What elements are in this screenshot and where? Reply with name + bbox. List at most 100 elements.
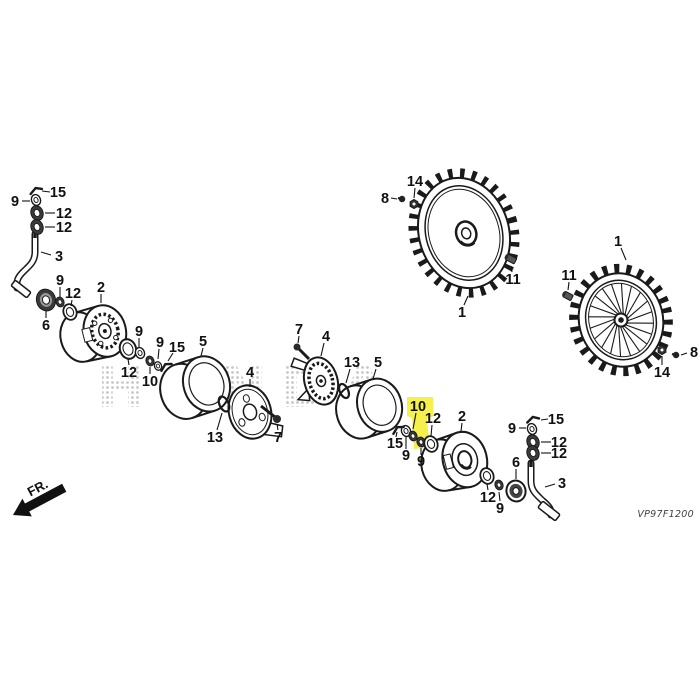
washer bbox=[134, 346, 146, 360]
part-label-14[interactable]: 14 bbox=[407, 174, 423, 199]
washer bbox=[494, 479, 504, 491]
washer bbox=[118, 338, 138, 360]
part-label-13[interactable]: 13 bbox=[207, 412, 223, 446]
svg-text:9: 9 bbox=[508, 421, 516, 437]
diagram-code: VP97F1200 bbox=[637, 509, 694, 520]
part-label-10[interactable]: 10 bbox=[142, 367, 158, 390]
hex-nut bbox=[409, 198, 419, 210]
svg-text:15: 15 bbox=[169, 340, 185, 356]
bolt-mid bbox=[293, 343, 311, 361]
part-label-13[interactable]: 13 bbox=[344, 355, 360, 384]
part-label-9[interactable]: 9 bbox=[11, 194, 30, 210]
svg-text:9: 9 bbox=[496, 501, 504, 517]
svg-text:8: 8 bbox=[690, 345, 698, 361]
part-label-12[interactable]: 12 bbox=[121, 358, 137, 381]
washer bbox=[400, 424, 412, 438]
part-label-4[interactable]: 4 bbox=[246, 365, 254, 387]
washer bbox=[30, 193, 42, 207]
part-label-1[interactable]: 1 bbox=[458, 295, 469, 321]
svg-text:5: 5 bbox=[199, 334, 207, 350]
part-label-3[interactable]: 3 bbox=[544, 476, 566, 492]
part-label-15[interactable]: 15 bbox=[387, 431, 403, 452]
part-label-12[interactable]: 12 bbox=[541, 446, 567, 462]
svg-text:8: 8 bbox=[381, 191, 389, 207]
part-label-12[interactable]: 12 bbox=[541, 435, 567, 451]
part-label-15[interactable]: 15 bbox=[41, 185, 66, 201]
washer bbox=[55, 296, 65, 308]
snap-ring-left bbox=[217, 395, 231, 413]
part-label-2[interactable]: 2 bbox=[458, 409, 466, 432]
part-label-15[interactable]: 15 bbox=[540, 412, 564, 428]
svg-text:10: 10 bbox=[410, 399, 426, 415]
part-label-12[interactable]: 12 bbox=[480, 483, 496, 506]
washer bbox=[479, 467, 495, 485]
part-label-10[interactable]: 10 bbox=[410, 399, 426, 430]
ratchet-plate-mid bbox=[290, 356, 340, 406]
svg-text:12: 12 bbox=[425, 411, 441, 427]
part-label-6[interactable]: 6 bbox=[512, 455, 520, 479]
svg-text:4: 4 bbox=[322, 329, 330, 345]
part-label-2[interactable]: 2 bbox=[97, 280, 105, 303]
part-label-12[interactable]: 12 bbox=[65, 286, 81, 307]
part-label-9[interactable]: 9 bbox=[417, 448, 425, 470]
cotter-pin bbox=[392, 425, 405, 436]
cotter-pin bbox=[29, 186, 44, 196]
part-label-9[interactable]: 9 bbox=[508, 421, 526, 437]
part-label-12[interactable]: 12 bbox=[45, 206, 72, 222]
part-label-9[interactable]: 9 bbox=[56, 273, 64, 297]
part-label-9[interactable]: 9 bbox=[135, 324, 143, 347]
part-label-11[interactable]: 11 bbox=[561, 268, 577, 291]
part-label-1[interactable]: 1 bbox=[614, 234, 627, 261]
part-label-5[interactable]: 5 bbox=[372, 355, 382, 380]
svg-text:7: 7 bbox=[274, 430, 282, 446]
part-label-15[interactable]: 15 bbox=[167, 340, 185, 362]
part-label-7[interactable]: 7 bbox=[274, 423, 282, 446]
svg-text:9: 9 bbox=[56, 273, 64, 289]
axle-arm-right bbox=[527, 459, 561, 522]
axle-arm-left bbox=[10, 230, 39, 299]
part-label-12[interactable]: 12 bbox=[425, 411, 441, 437]
washer bbox=[62, 303, 78, 321]
part-label-9[interactable]: 9 bbox=[496, 491, 504, 517]
part-label-14[interactable]: 14 bbox=[654, 356, 670, 381]
part-label-9[interactable]: 9 bbox=[156, 335, 164, 360]
svg-text:12: 12 bbox=[551, 446, 567, 462]
svg-text:12: 12 bbox=[480, 490, 496, 506]
part-label-12[interactable]: 12 bbox=[45, 220, 72, 236]
washer bbox=[526, 422, 538, 436]
svg-text:14: 14 bbox=[654, 365, 670, 381]
washer bbox=[423, 435, 439, 453]
svg-text:2: 2 bbox=[458, 409, 466, 425]
wheel-spokes bbox=[588, 283, 654, 357]
washer bbox=[30, 219, 44, 235]
svg-text:9: 9 bbox=[11, 194, 19, 210]
snap-ring-mid bbox=[337, 382, 351, 400]
svg-text:1: 1 bbox=[614, 234, 622, 250]
part-label-8[interactable]: 8 bbox=[680, 345, 698, 361]
svg-text:6: 6 bbox=[42, 318, 50, 334]
washer bbox=[153, 361, 163, 371]
fr-arrow-icon bbox=[13, 483, 67, 517]
part-label-8[interactable]: 8 bbox=[381, 191, 398, 207]
small-bolt bbox=[397, 195, 406, 203]
svg-text:15: 15 bbox=[387, 436, 403, 452]
washer bbox=[526, 445, 540, 461]
svg-text:2: 2 bbox=[97, 280, 105, 296]
svg-text:9: 9 bbox=[135, 324, 143, 340]
svg-text:11: 11 bbox=[561, 268, 576, 284]
svg-text:14: 14 bbox=[407, 174, 423, 190]
part-label-9[interactable]: 9 bbox=[402, 437, 410, 464]
svg-text:12: 12 bbox=[56, 220, 72, 236]
part-label-5[interactable]: 5 bbox=[199, 334, 207, 357]
part-label-7[interactable]: 7 bbox=[295, 322, 303, 344]
wheel-right bbox=[569, 263, 673, 377]
part-label-11[interactable]: 11 bbox=[505, 265, 521, 288]
svg-text:15: 15 bbox=[50, 185, 66, 201]
svg-text:3: 3 bbox=[55, 249, 63, 265]
part-label-3[interactable]: 3 bbox=[40, 249, 63, 265]
part-label-4[interactable]: 4 bbox=[320, 329, 330, 357]
cotter-pin bbox=[526, 415, 541, 424]
part-label-6[interactable]: 6 bbox=[42, 311, 50, 334]
